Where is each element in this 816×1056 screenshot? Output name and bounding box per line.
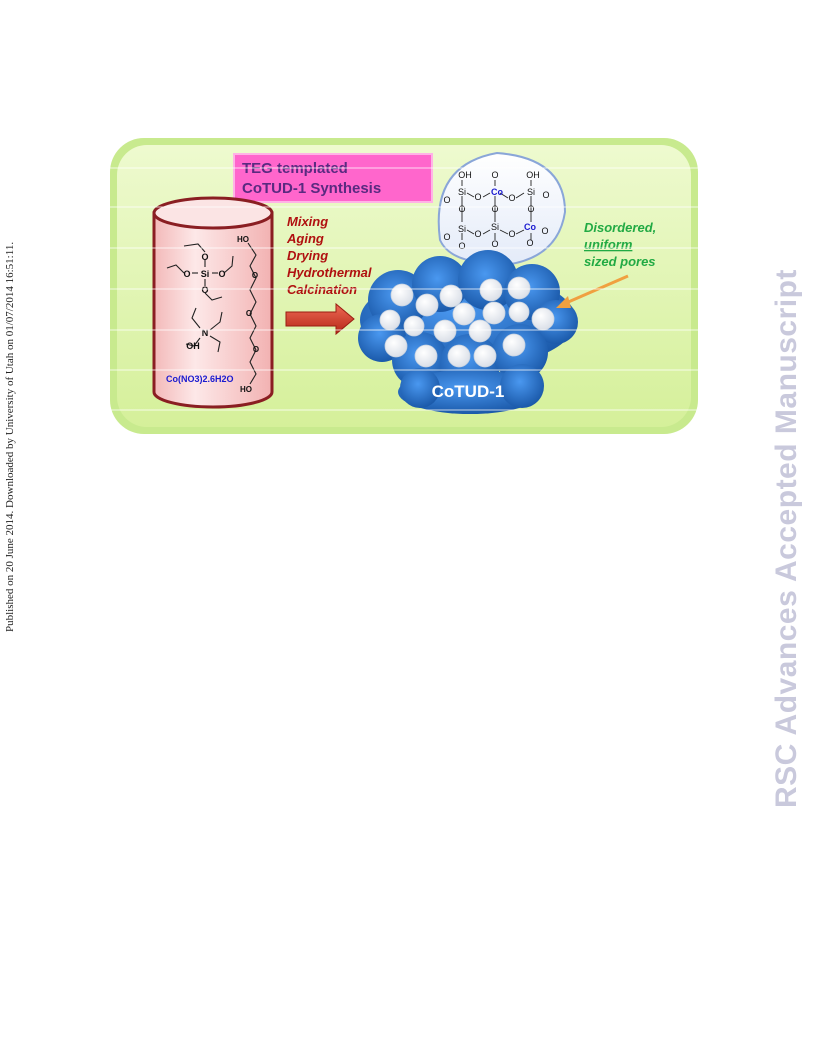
pore-icon (508, 301, 530, 323)
pore-icon (415, 293, 439, 317)
teos-o-bottom: O (201, 285, 208, 295)
fw-o-b: O (474, 192, 481, 202)
pores (379, 276, 555, 368)
teaoh-n: N (202, 328, 209, 338)
fw-o-top: O (491, 170, 498, 180)
fw-oh-left: OH (458, 170, 472, 180)
pores-note-line1: Disordered, (584, 220, 656, 235)
step-mixing: Mixing (287, 214, 328, 229)
fw-o-f: O (491, 204, 498, 214)
fw-co-1: Co (491, 187, 503, 197)
step-aging: Aging (286, 231, 324, 246)
scan-lines (108, 167, 700, 411)
pore-icon (452, 302, 476, 326)
pore-icon (507, 276, 531, 300)
pore-icon (414, 344, 438, 368)
fw-oh-right: OH (526, 170, 540, 180)
pore-icon (482, 301, 506, 325)
pore-icon (439, 284, 463, 308)
teg-o-1: O (252, 271, 258, 280)
fw-co-2: Co (524, 222, 536, 232)
pore-icon (468, 319, 492, 343)
pore-icon (531, 307, 555, 331)
fw-si-2: Si (527, 187, 535, 197)
fw-o-a: O (443, 195, 450, 205)
teos-molecule (166, 243, 234, 301)
fw-o-l: O (458, 241, 465, 251)
fw-o-e: O (458, 204, 465, 214)
fw-si-1: Si (458, 187, 466, 197)
teg-o-2: O (246, 309, 252, 318)
fw-o-h: O (443, 232, 450, 242)
fw-o-j: O (508, 229, 515, 239)
pore-icon (379, 309, 401, 331)
fw-o-d: O (542, 190, 549, 200)
teg-o-3: O (253, 345, 259, 354)
fw-o-k: O (541, 226, 548, 236)
teos-o-top: O (201, 252, 208, 262)
teos-o-right: O (218, 269, 225, 279)
cotud-label: CoTUD-1 (432, 382, 505, 401)
teaoh-molecule (185, 307, 223, 353)
pore-icon (433, 319, 457, 343)
pore-icon (447, 344, 471, 368)
teg-chain (247, 242, 257, 385)
reagent-cylinder: O Si O O O N OH HO HO O O O Co(NO3)2.6H2… (152, 196, 274, 409)
step-hydrothermal: Hydrothermal (287, 265, 372, 280)
fw-o-i: O (474, 229, 481, 239)
teaoh-oh: OH (186, 341, 200, 351)
pore-icon (502, 333, 526, 357)
teg-ho-top: HO (237, 235, 249, 244)
fw-o-c: O (508, 193, 515, 203)
pores-note-line2: uniform (584, 237, 633, 252)
teg-ho-bottom: HO (240, 385, 252, 394)
fw-si-4: Si (491, 222, 499, 232)
teos-o-left: O (183, 269, 190, 279)
pore-icon (390, 283, 414, 307)
pore-icon (384, 334, 408, 358)
step-drying: Drying (287, 248, 328, 263)
reaction-arrow-icon (285, 302, 355, 336)
pore-icon (479, 278, 503, 302)
pores-note-line3: sized pores (584, 254, 656, 269)
pore-icon (473, 344, 497, 368)
cobalt-nitrate-label: Co(NO3)2.6H2O (166, 374, 234, 384)
fw-si-3: Si (458, 224, 466, 234)
fw-o-n: O (526, 238, 533, 248)
teos-si: Si (201, 269, 210, 279)
pore-icon (403, 315, 425, 337)
title-line2: CoTUD-1 Synthesis (242, 180, 381, 197)
title-box (233, 153, 433, 203)
fw-o-m: O (491, 239, 498, 249)
fw-o-g: O (527, 204, 534, 214)
